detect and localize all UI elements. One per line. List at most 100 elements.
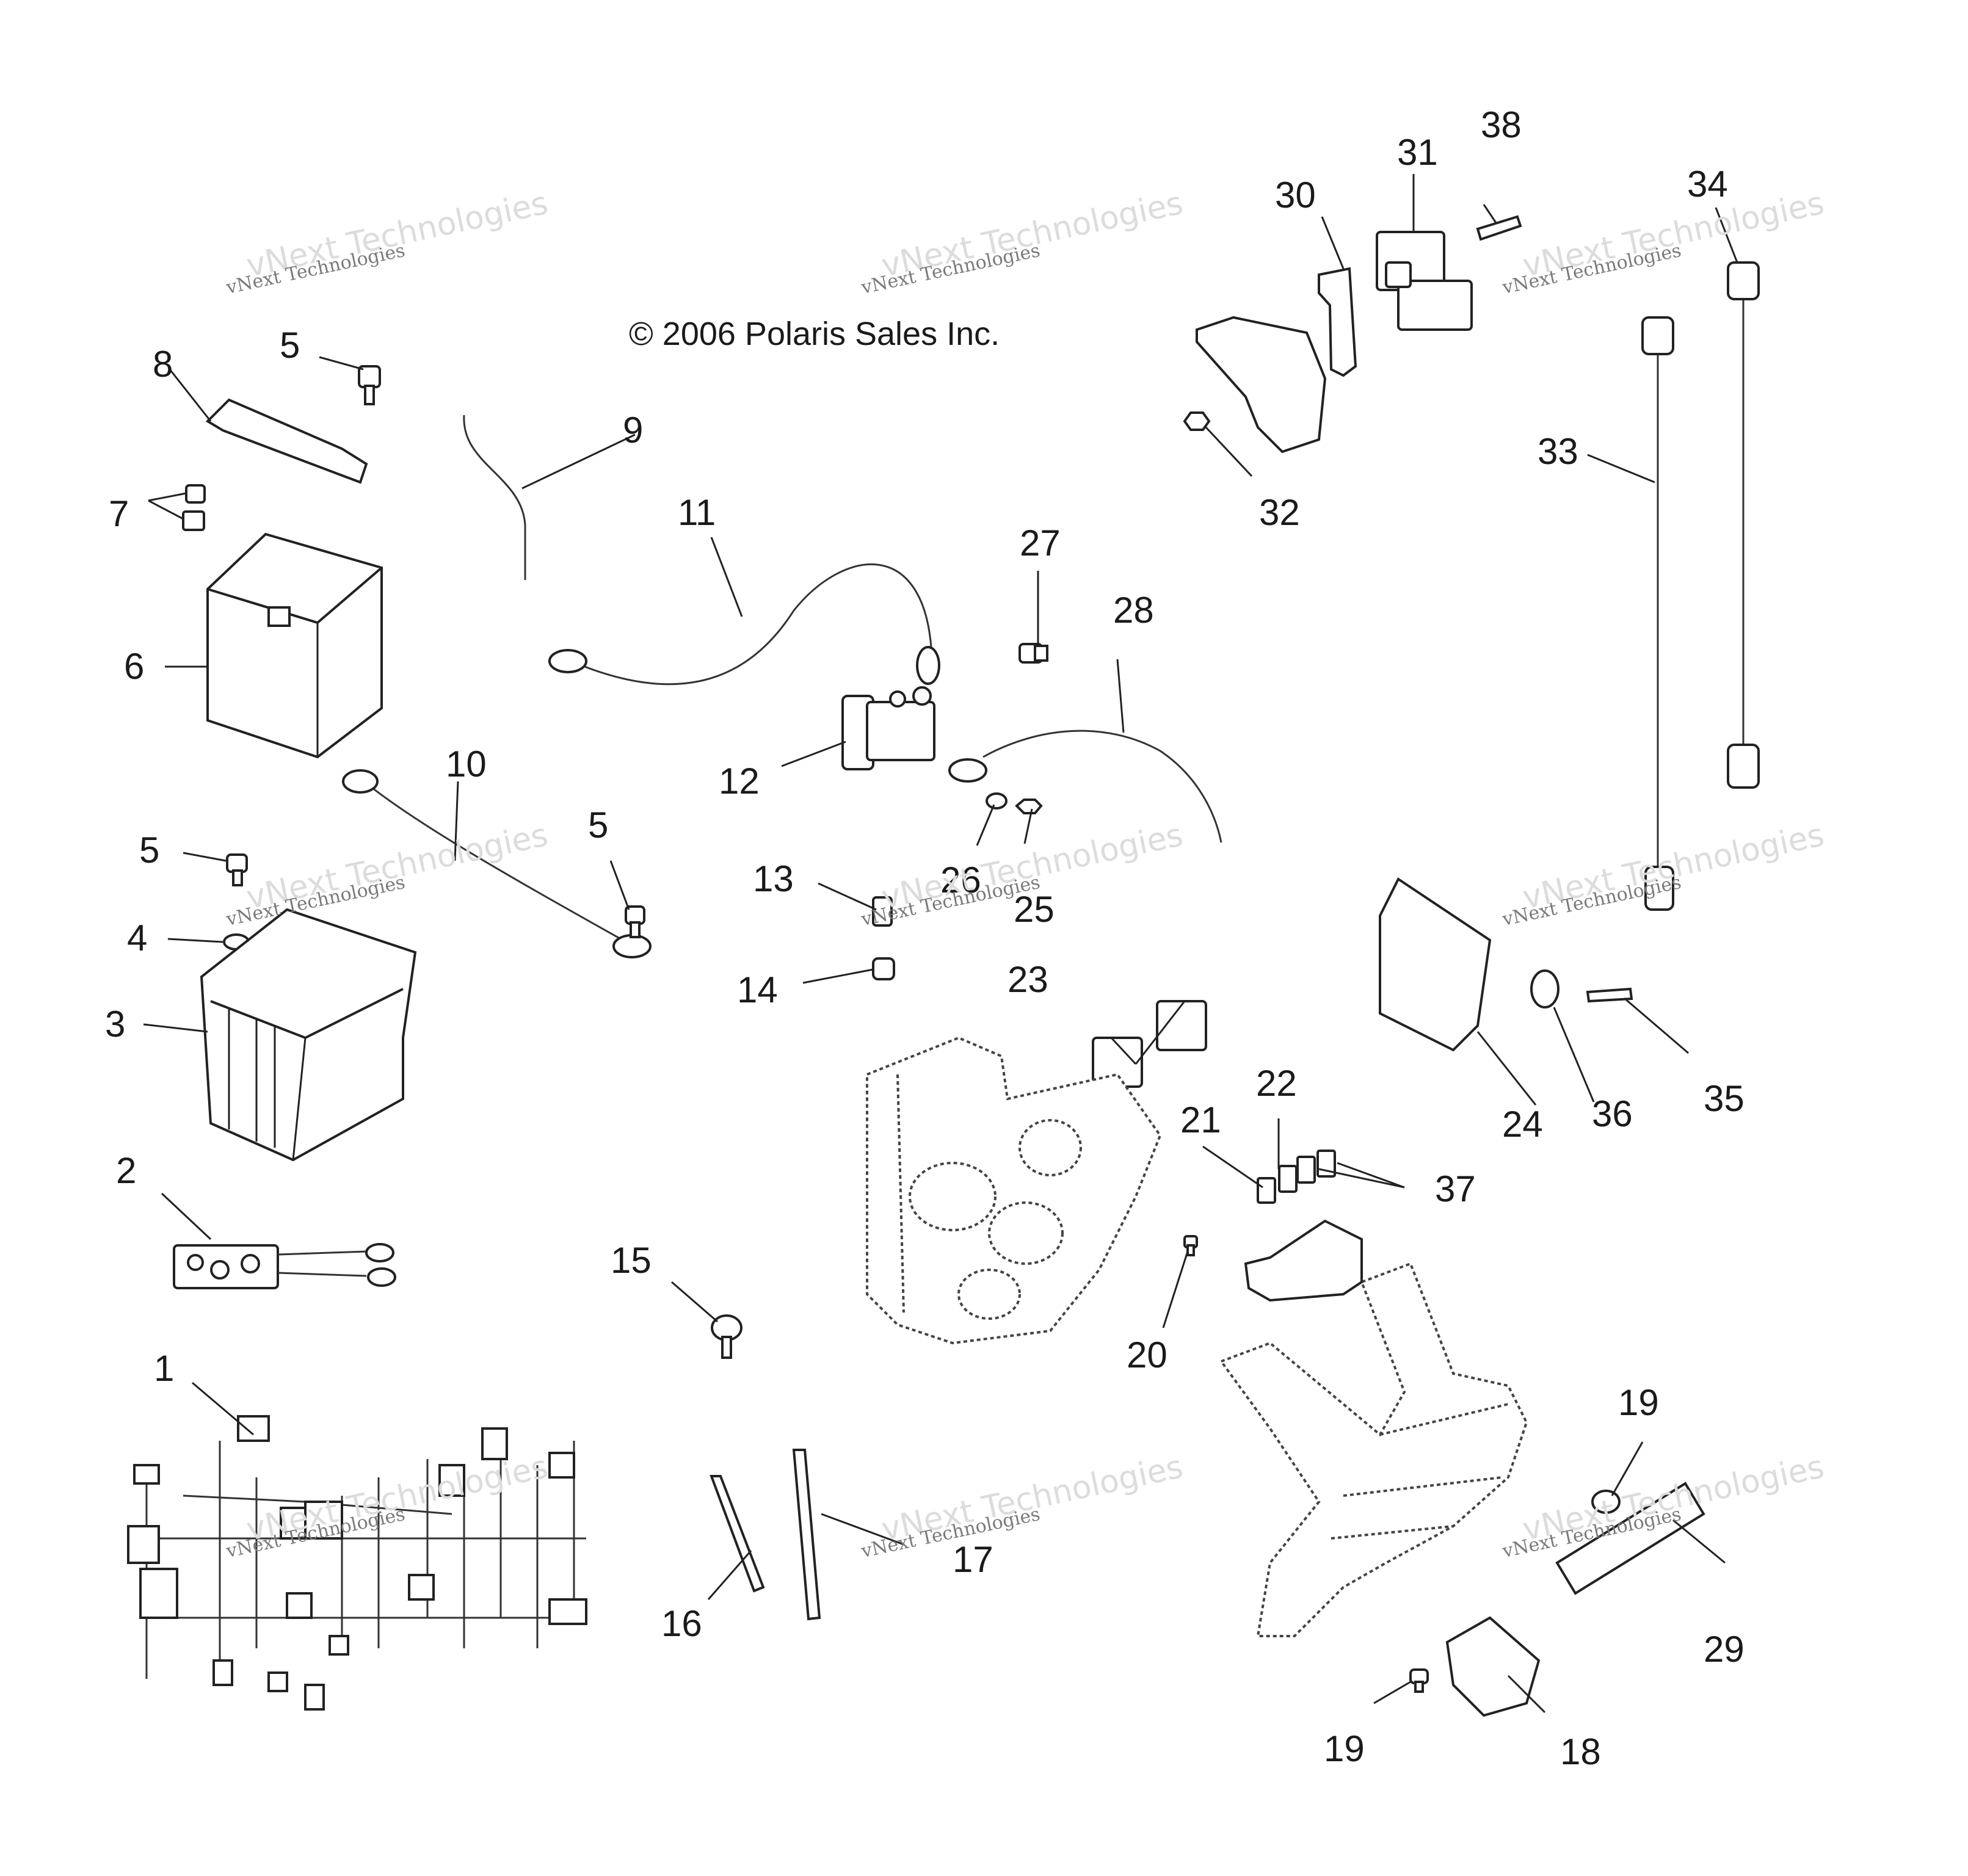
part-5-screw-middle: [625, 905, 645, 938]
part-34-ignition-wire: [1727, 261, 1760, 789]
part-27-bolt: [1018, 643, 1048, 664]
callout-16: 16: [661, 1603, 702, 1644]
watermark: vNext Technologies vNext Technologies: [1500, 817, 1828, 930]
callout-21: 21: [1180, 1099, 1221, 1140]
callout-19-b: 19: [1324, 1728, 1365, 1769]
part-29-bracket: [1555, 1482, 1705, 1595]
watermark: vNext Technologies vNext Technologies: [1500, 1449, 1828, 1562]
part-2-cable-assembly: [173, 1243, 396, 1289]
callout-28: 28: [1113, 590, 1154, 631]
part-30-bracket: [1318, 267, 1357, 377]
part-7-bolt: [185, 484, 206, 504]
part-5-screw-top: [358, 365, 381, 405]
callout-18: 18: [1560, 1731, 1601, 1772]
callout-37: 37: [1435, 1168, 1476, 1209]
frame-panel-right: [1219, 1262, 1528, 1637]
callout-38: 38: [1481, 104, 1522, 145]
part-3-battery-box: [200, 908, 417, 1162]
part-12-solenoid: [841, 686, 935, 770]
callout-27: 27: [1020, 523, 1061, 563]
part-5-screw-left: [226, 853, 248, 886]
callout-22: 22: [1256, 1063, 1297, 1104]
callout-5-b: 5: [588, 805, 608, 846]
part-19-plug-bottom: [1409, 1668, 1429, 1693]
part-28-cable: [948, 730, 1222, 843]
callout-36: 36: [1592, 1093, 1633, 1134]
part-31-coil: [1376, 231, 1473, 331]
callout-12: 12: [719, 761, 760, 802]
watermark: vNext Technologies vNext Technologies: [224, 1449, 551, 1562]
watermark: vNext Technologies vNext Technologies: [859, 1449, 1186, 1562]
callout-33: 33: [1538, 431, 1578, 472]
leader-lines: [143, 174, 1738, 1714]
part-13-switch: [872, 896, 893, 927]
callout-4: 4: [127, 918, 147, 958]
watermarks: vNext Technologies vNext Technologies vN…: [224, 185, 1828, 1562]
copyright-notice: © 2006 Polaris Sales Inc.: [629, 316, 1000, 352]
part-22-fuse: [1278, 1165, 1298, 1193]
callout-20: 20: [1127, 1335, 1167, 1375]
part-10-cable: [342, 769, 652, 958]
part-18-cover: [1445, 1616, 1541, 1717]
callout-19-a: 19: [1618, 1382, 1659, 1423]
part-38-bolt: [1476, 215, 1522, 241]
callout-30: 30: [1275, 175, 1316, 215]
callout-14: 14: [737, 969, 778, 1010]
callout-7: 7: [109, 493, 129, 534]
part-24-cdi-module: [1379, 877, 1492, 1052]
callout-3: 3: [105, 1004, 125, 1045]
part-1-wiring-harness: [127, 1415, 587, 1711]
callout-26: 26: [940, 860, 981, 900]
callout-13: 13: [753, 858, 794, 899]
fuse-block: [1244, 1219, 1363, 1302]
callout-11: 11: [678, 492, 716, 533]
part-35-screw: [1586, 987, 1633, 1003]
mounting-plate: [1196, 316, 1327, 454]
callout-32: 32: [1259, 492, 1300, 533]
callout-5-a: 5: [139, 830, 159, 871]
part-21-fuse: [1257, 1177, 1276, 1204]
callout-8: 8: [153, 344, 173, 385]
part-23-relays: [1092, 1000, 1207, 1088]
callout-15: 15: [611, 1240, 652, 1281]
part-9-vent-hose: [463, 415, 526, 580]
callout-5-c: 5: [280, 325, 300, 366]
callout-23: 23: [1008, 959, 1048, 1000]
part-36-clip: [1530, 969, 1560, 1009]
callout-31: 31: [1397, 132, 1438, 173]
part-14-cap: [872, 957, 895, 980]
callout-24: 24: [1502, 1104, 1543, 1145]
watermark: vNext Technologies vNext Technologies: [224, 817, 551, 930]
part-7-nut: [182, 510, 205, 531]
watermark: vNext Technologies vNext Technologies: [1500, 185, 1828, 299]
callout-9: 9: [623, 410, 643, 451]
callout-29: 29: [1704, 1629, 1745, 1670]
part-32-nut: [1183, 411, 1211, 431]
part-16-cable-tie: [710, 1475, 765, 1593]
part-19-plug-top: [1591, 1490, 1621, 1514]
watermark: vNext Technologies vNext Technologies: [859, 185, 1186, 299]
callout-1: 1: [154, 1348, 174, 1389]
part-8-battery-strap: [205, 398, 368, 484]
part-33-ignition-wire: [1641, 316, 1674, 911]
watermark: vNext Technologies vNext Technologies: [224, 185, 551, 299]
callout-34: 34: [1687, 164, 1728, 205]
part-20-screw: [1183, 1235, 1198, 1256]
parts: [127, 215, 1760, 1717]
part-15-clamp: [711, 1314, 743, 1359]
callout-6: 6: [124, 646, 144, 687]
part-11-cable: [548, 563, 940, 686]
part-6-battery: [206, 532, 383, 759]
callout-2: 2: [116, 1150, 136, 1191]
callout-10: 10: [446, 744, 487, 784]
callout-25: 25: [1014, 889, 1055, 930]
part-26-washer: [986, 792, 1008, 809]
part-25-nut: [1015, 799, 1043, 814]
frame-panel-left: [866, 1036, 1162, 1345]
callout-35: 35: [1704, 1078, 1745, 1119]
callouts: 1 2 3 4 5 5 5 6 7 8 9 10 11 12 13 14 15 …: [105, 104, 1745, 1772]
part-37-fuse-a: [1296, 1156, 1316, 1184]
part-17-cable-tie: [792, 1449, 821, 1621]
callout-17: 17: [953, 1539, 993, 1580]
